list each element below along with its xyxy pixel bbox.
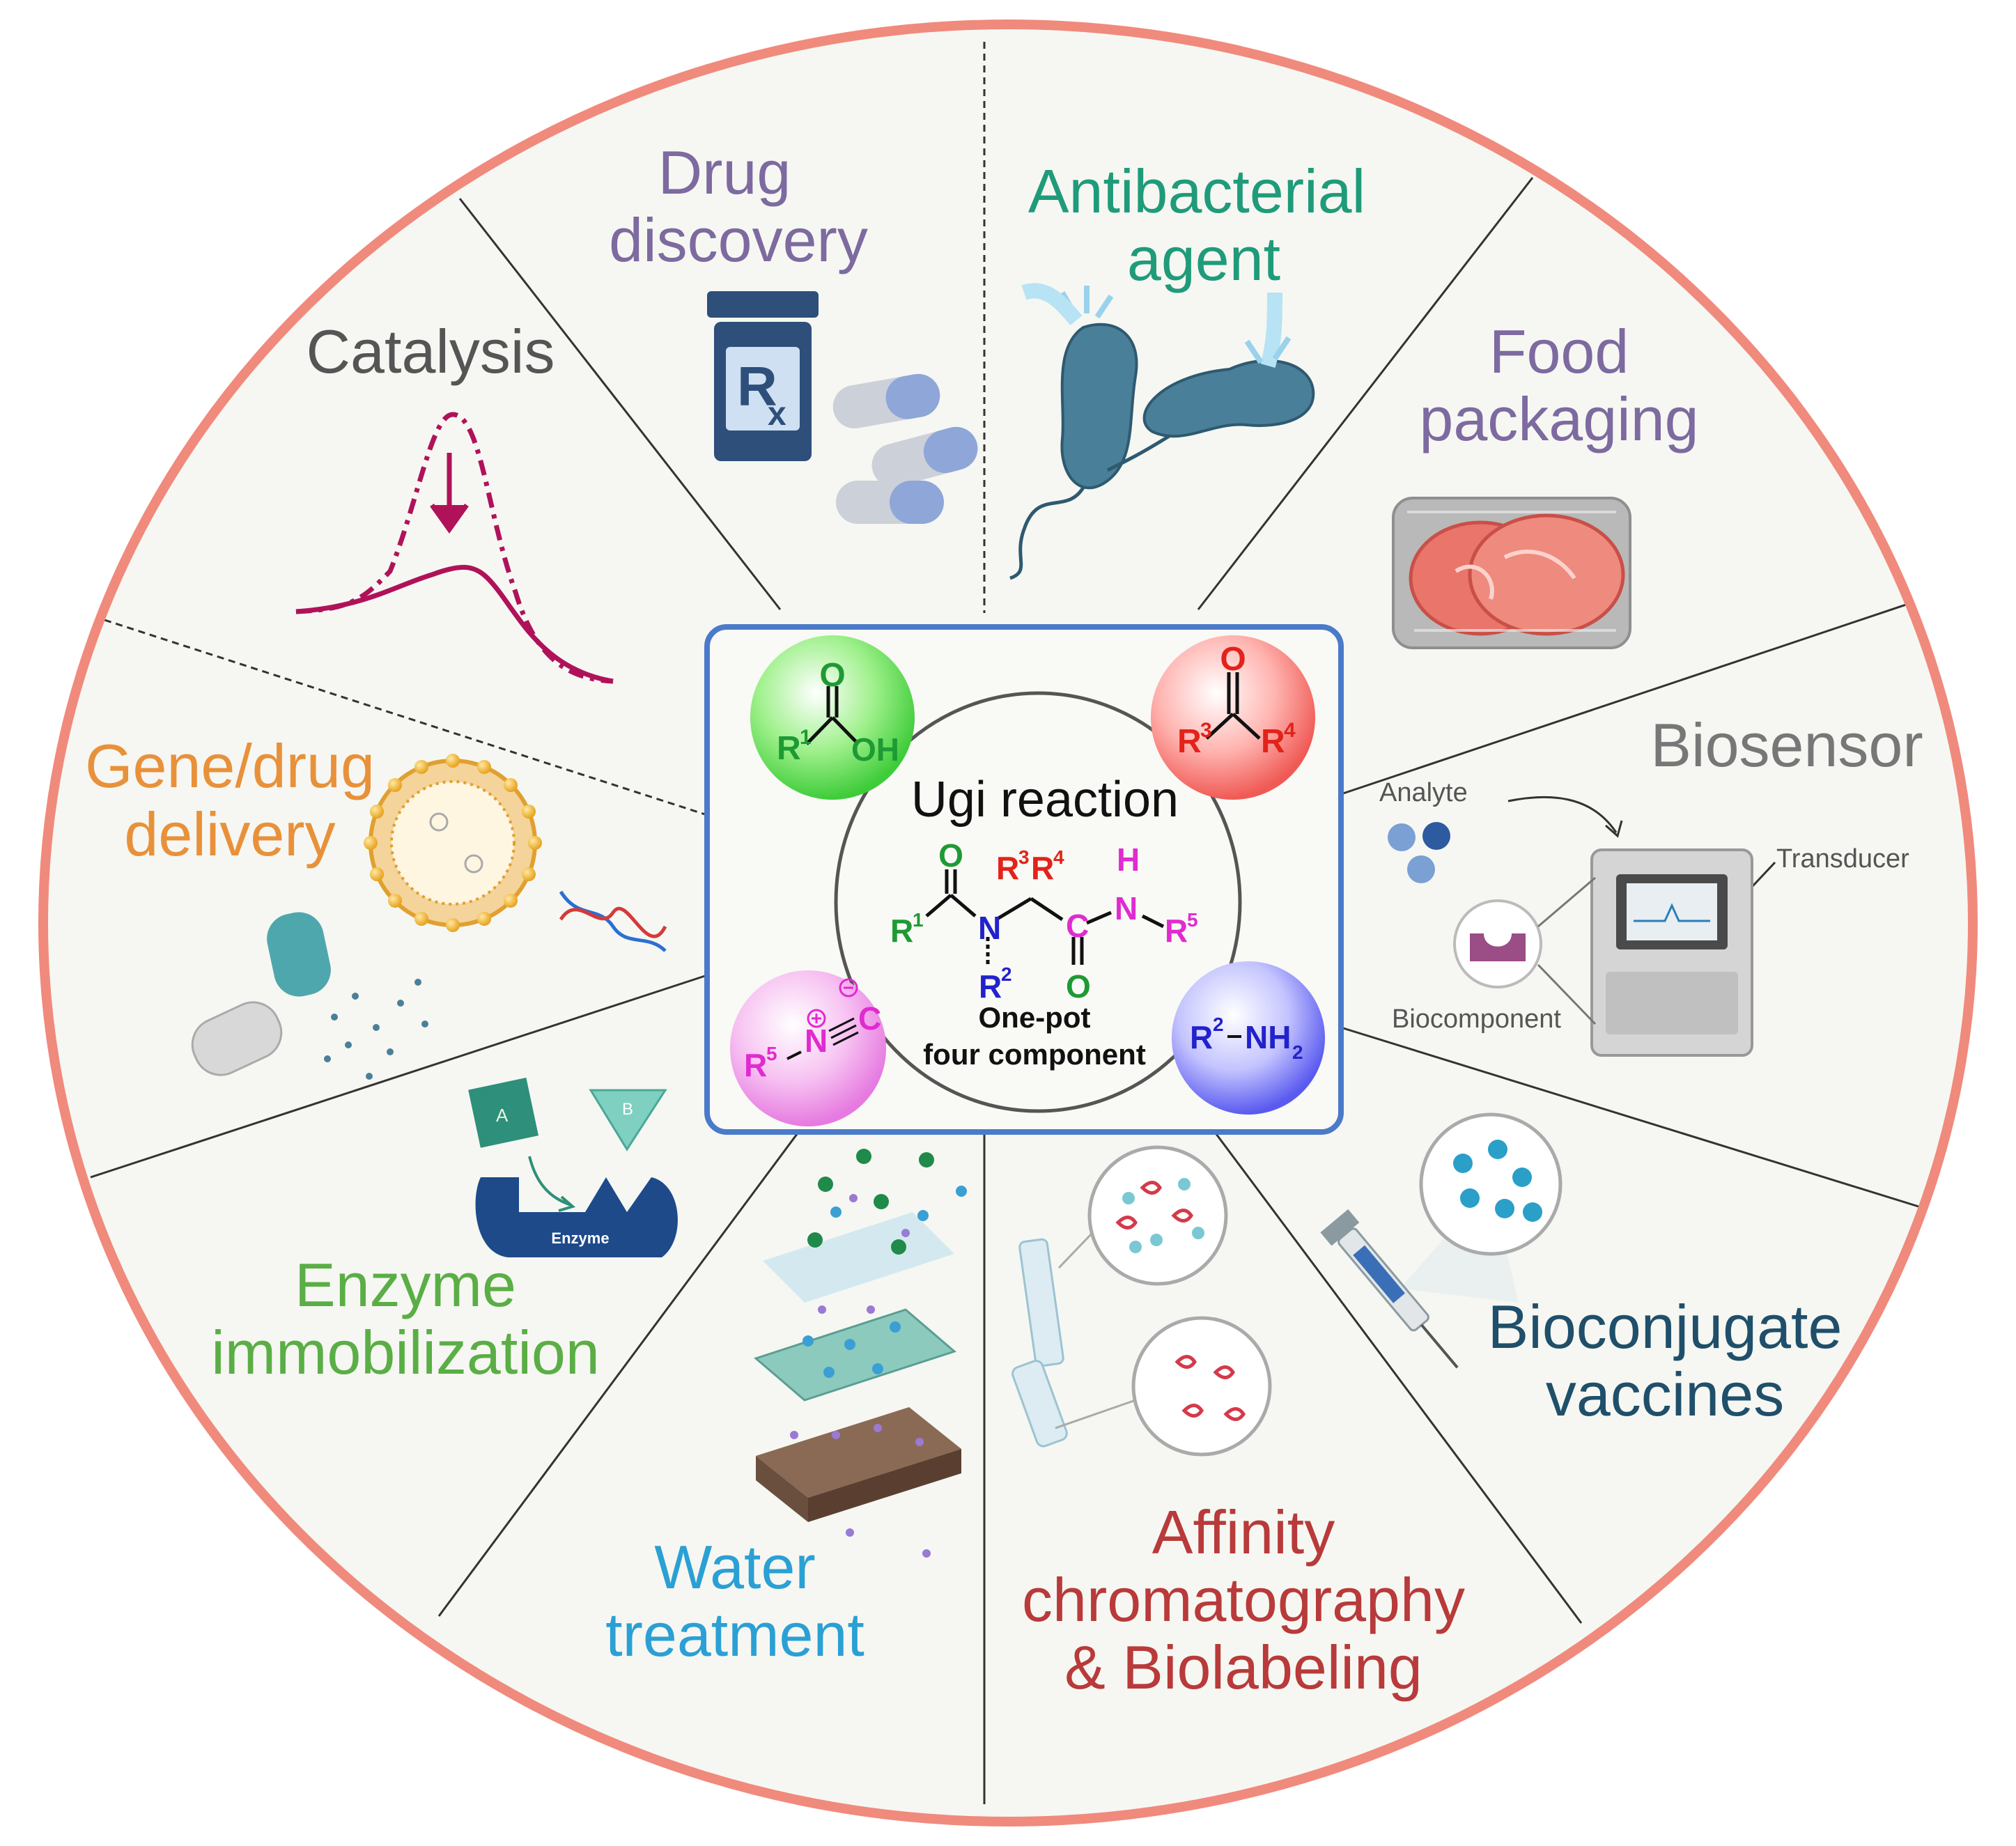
acid-r-sup: 1	[800, 726, 812, 749]
product-o1: O	[938, 837, 963, 874]
carbonyl-r4-sup: 4	[1284, 719, 1296, 742]
sector-dividers	[90, 42, 1937, 1804]
substrate-a-label: A	[496, 1105, 509, 1126]
affinity-tubes-icon	[1011, 1145, 1272, 1457]
amine-reagent: R 2 NH 2	[1172, 961, 1325, 1115]
product-r2: R	[979, 968, 1002, 1005]
isocyanide-reagent: R 5 N C	[730, 970, 886, 1126]
carbonyl-o: O	[1220, 641, 1246, 678]
biocomponent-icon	[1453, 876, 1597, 1025]
biosensor-device-icon	[1590, 848, 1753, 1057]
section-bioconjugate: Bioconjugate vaccines	[1320, 1112, 1843, 1429]
bacteria-icon	[1009, 283, 1315, 580]
enzyme-label-2: immobilization	[211, 1318, 600, 1387]
isocyanide-r-sup: 5	[766, 1043, 777, 1064]
one-pot-label: One-pot	[979, 1001, 1091, 1034]
product-r4-sup: 4	[1053, 846, 1064, 868]
food-packaging-label-1: Food	[1489, 317, 1629, 386]
enzyme-substrate-icon: A B Enzyme	[468, 1077, 678, 1257]
analyte-dots-icon	[1388, 822, 1450, 883]
rx-r: R	[737, 355, 777, 417]
product-n2: N	[1115, 890, 1138, 926]
product-r4: R	[1031, 850, 1054, 886]
enzyme-label-1: Enzyme	[295, 1250, 516, 1319]
product-r2-sup: 2	[1001, 963, 1012, 985]
capsule-release-icon	[191, 912, 428, 1080]
product-r3: R	[996, 850, 1019, 886]
gene-drug-label-2: delivery	[124, 800, 335, 869]
liposome-icon	[364, 754, 542, 932]
carbonyl-r3: R	[1177, 723, 1202, 760]
affinity-label-1: Affinity	[1152, 1498, 1335, 1567]
section-biosensor: Biosensor Analyte Transducer Biocomponen…	[1379, 711, 1923, 1057]
syringe-vaccine-icon	[1320, 1112, 1563, 1369]
acid-o: O	[819, 657, 845, 694]
dna-icon	[559, 890, 667, 952]
analyte-arrow	[1507, 796, 1618, 833]
gene-drug-label-1: Gene/drug	[85, 731, 375, 800]
product-r3-sup: 3	[1018, 846, 1030, 868]
substrate-b-label: B	[622, 1100, 633, 1119]
enzyme-label: Enzyme	[551, 1230, 609, 1247]
transducer-label: Transducer	[1776, 844, 1909, 874]
bioconjugate-label-2: vaccines	[1546, 1360, 1784, 1429]
center-panel: Ugi reaction O R 1 OH O R 3 R 4	[704, 624, 1344, 1135]
antibacterial-label-2: agent	[1127, 224, 1280, 293]
amine-r: R	[1190, 1019, 1213, 1055]
drug-discovery-label-2: discovery	[609, 205, 868, 274]
biosensor-label: Biosensor	[1650, 711, 1923, 779]
product-r1-sup: 1	[913, 909, 924, 931]
acid-r: R	[777, 730, 801, 767]
catalysis-label: Catalysis	[307, 317, 555, 386]
product-r1: R	[890, 913, 913, 949]
section-water-treatment: Water treatment	[605, 1149, 967, 1669]
carbonyl-r3-sup: 3	[1200, 719, 1212, 742]
acid-reagent: O R 1 OH	[750, 635, 915, 800]
ugi-product-structure: O R 1 N R 2 R 3 R 4 C O H N R 5	[890, 837, 1198, 1005]
section-antibacterial: Antibacterial agent	[1009, 157, 1365, 580]
analyte-label: Analyte	[1379, 778, 1468, 807]
ugi-title: Ugi reaction	[911, 772, 1179, 828]
product-r5-sup: 5	[1187, 909, 1198, 931]
affinity-label-2: chromatography	[1022, 1565, 1465, 1634]
section-enzyme-immobilization: A B Enzyme Enzyme immobilization	[211, 1077, 678, 1387]
acid-oh: OH	[851, 731, 899, 768]
product-h: H	[1117, 841, 1140, 878]
isocyanide-c: C	[858, 1000, 881, 1037]
prescription-bottle-icon: R x	[707, 291, 819, 461]
amine-r-sup: 2	[1213, 1014, 1224, 1035]
amine-nh-sub: 2	[1292, 1041, 1303, 1063]
isocyanide-n: N	[805, 1023, 828, 1059]
food-packaging-label-2: packaging	[1419, 385, 1698, 453]
biocomponent-label: Biocomponent	[1392, 1005, 1561, 1034]
section-food-packaging: Food packaging	[1392, 317, 1699, 649]
bioconjugate-label-1: Bioconjugate	[1488, 1292, 1843, 1361]
carbonyl-reagent: O R 3 R 4	[1151, 635, 1315, 800]
four-component-label: four component	[923, 1038, 1146, 1071]
outer-ring	[38, 20, 1978, 1826]
amine-nh: NH	[1245, 1019, 1291, 1055]
isocyanide-r: R	[744, 1047, 767, 1083]
product-r5: R	[1165, 913, 1188, 949]
product-o2: O	[1066, 968, 1091, 1005]
rx-x: x	[768, 396, 786, 433]
section-affinity: Affinity chromatography & Biolabeling	[1011, 1145, 1465, 1702]
water-label-2: treatment	[605, 1600, 864, 1669]
section-catalysis: Catalysis	[295, 317, 614, 684]
drug-discovery-label-1: Drug	[658, 138, 791, 207]
energy-profile-icon	[295, 412, 614, 684]
water-label-1: Water	[654, 1533, 815, 1601]
affinity-label-3: & Biolabeling	[1064, 1633, 1422, 1702]
water-filter-icon	[753, 1149, 967, 1558]
section-gene-drug-delivery: Gene/drug delivery	[85, 731, 667, 1080]
carbonyl-r4: R	[1261, 723, 1285, 760]
section-drug-discovery: Drug discovery R x	[609, 138, 978, 524]
product-n: N	[978, 910, 1001, 946]
meat-package-icon	[1392, 497, 1631, 649]
capsules-icon	[832, 373, 978, 524]
product-c: C	[1066, 908, 1089, 944]
antibacterial-label-1: Antibacterial	[1028, 157, 1365, 226]
